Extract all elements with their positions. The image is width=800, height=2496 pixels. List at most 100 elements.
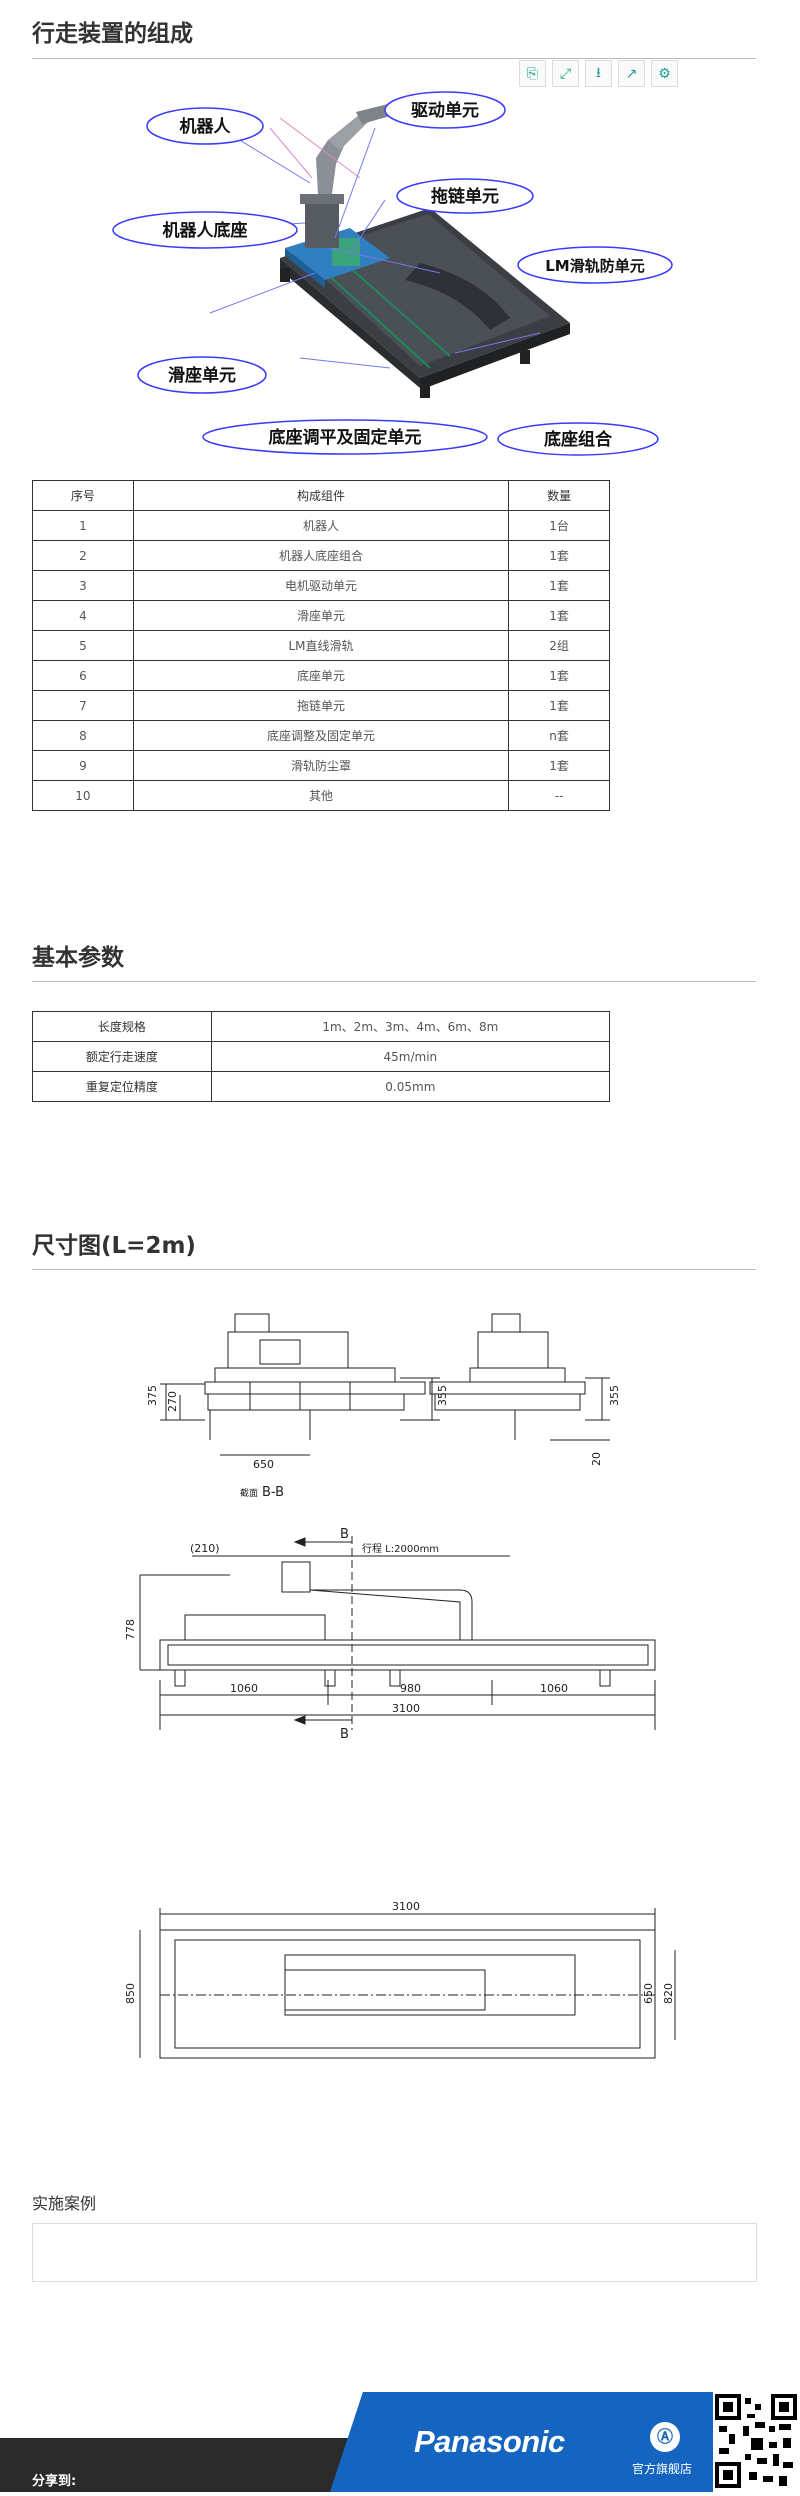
- table-cell: 滑轨防尘罩: [132, 750, 510, 781]
- store-label[interactable]: 官方旗舰店: [632, 2462, 693, 2476]
- table-cell: 重复定位精度: [32, 1071, 212, 1102]
- table-cell: 1套: [508, 690, 610, 721]
- table-cell: 1: [32, 510, 134, 541]
- dim-right-355: 355: [608, 1385, 621, 1406]
- dim-375: 375: [146, 1385, 159, 1406]
- table-cell: 其他: [132, 780, 510, 811]
- table-cell: 长度规格: [32, 1011, 212, 1042]
- case-content-box: [32, 2223, 757, 2282]
- section-view-label: B-B: [262, 1485, 284, 1500]
- dim-270: 270: [166, 1391, 179, 1412]
- section-prefix: 截面: [240, 1487, 258, 1499]
- section-divider: [32, 58, 756, 59]
- top-dim-820: 820: [662, 1983, 675, 2004]
- table-cell: 8: [32, 720, 134, 751]
- table-cell: LM直线滑轨: [132, 630, 510, 661]
- table-cell: 机器人底座组合: [132, 540, 510, 571]
- table-cell: 额定行走速度: [32, 1041, 212, 1072]
- callout-drag-chain: 拖链单元: [431, 186, 499, 207]
- table-cell: 7: [32, 690, 134, 721]
- section-divider: [32, 1269, 756, 1270]
- settings-icon[interactable]: ⚙: [651, 60, 678, 87]
- brand-logo[interactable]: Panasonic: [414, 2424, 565, 2459]
- section-marker-b-top: B: [340, 1527, 349, 1542]
- callout-robot-base: 机器人底座: [163, 220, 248, 241]
- footer-share-bar: [0, 2438, 360, 2492]
- store-icon[interactable]: Ⓐ: [650, 2422, 680, 2452]
- table-cell: 9: [32, 750, 134, 781]
- composition-illustration: 机器人 驱动单元 机器人底座 拖链单元 LM滑轨防单元 滑座单元 底座调平及固定…: [112, 91, 673, 456]
- dim-778: 778: [124, 1619, 137, 1640]
- dim-right-20: 20: [590, 1452, 603, 1466]
- case-label: 实施案例: [32, 2194, 97, 2213]
- table-cell: 0.05mm: [210, 1071, 611, 1102]
- section-title-dimension: 尺寸图(L=2m): [32, 1233, 196, 1259]
- section-title-params: 基本参数: [32, 945, 124, 971]
- section-divider: [32, 981, 756, 982]
- table-cell: 机器人: [132, 510, 510, 541]
- table-header-cell: 构成组件: [132, 480, 510, 511]
- callout-base-assembly: 底座组合: [544, 429, 613, 450]
- dim-3100: 3100: [392, 1702, 420, 1715]
- fullscreen-icon[interactable]: ⤢: [552, 60, 579, 87]
- table-cell: 10: [32, 780, 134, 811]
- callout-base-adjust: 底座调平及固定单元: [269, 427, 422, 448]
- table-cell: 1套: [508, 660, 610, 691]
- callout-drive-unit: 驱动单元: [411, 100, 479, 121]
- save-icon[interactable]: ⭳: [585, 60, 612, 87]
- share-icon[interactable]: ↗: [618, 60, 645, 87]
- table-cell: 6: [32, 660, 134, 691]
- image-toolbar: ⎘ ⤢ ⭳ ↗ ⚙: [519, 60, 687, 87]
- top-dim-650: 650: [642, 1983, 655, 2004]
- table-cell: 3: [32, 570, 134, 601]
- top-dim-850: 850: [124, 1983, 137, 2004]
- dim-1060-right: 1060: [540, 1682, 568, 1695]
- section-title-composition: 行走装置的组成: [32, 21, 193, 47]
- dim-650: 650: [253, 1458, 274, 1471]
- table-cell: 2组: [508, 630, 610, 661]
- callout-slide-unit: 滑座单元: [168, 365, 236, 386]
- table-header-cell: 序号: [32, 480, 134, 511]
- footer: 分享到: Panasonic Ⓐ 官方旗舰店: [0, 2392, 800, 2492]
- table-cell: 45m/min: [210, 1041, 611, 1072]
- dim-210: (210): [190, 1542, 220, 1555]
- section-marker-b-bottom: B: [340, 1727, 349, 1742]
- dim-355: 355: [436, 1385, 449, 1406]
- table-cell: 1套: [508, 750, 610, 781]
- table-header-cell: 数量: [508, 480, 610, 511]
- table-header-row: 序号 构成组件 数量: [32, 480, 610, 511]
- top-dim-3100: 3100: [392, 1900, 420, 1913]
- qr-code-icon: [713, 2392, 800, 2492]
- dim-stroke: 行程 L:2000mm: [362, 1542, 439, 1555]
- copy-icon[interactable]: ⎘: [519, 60, 546, 87]
- dim-980: 980: [400, 1682, 421, 1695]
- table-cell: 1m、2m、3m、4m、6m、8m: [210, 1011, 611, 1042]
- dim-1060-left: 1060: [230, 1682, 258, 1695]
- dimension-drawing: 375 270 355 650 截面 B-B 355 20: [124, 1313, 676, 2059]
- table-cell: 滑座单元: [132, 600, 510, 631]
- table-cell: 底座单元: [132, 660, 510, 691]
- table-cell: 1套: [508, 600, 610, 631]
- table-cell: 4: [32, 600, 134, 631]
- table-cell: 1台: [508, 510, 610, 541]
- table-cell: --: [508, 780, 610, 811]
- table-cell: 5: [32, 630, 134, 661]
- table-cell: 电机驱动单元: [132, 570, 510, 601]
- table-cell: 2: [32, 540, 134, 571]
- table-cell: 底座调整及固定单元: [132, 720, 510, 751]
